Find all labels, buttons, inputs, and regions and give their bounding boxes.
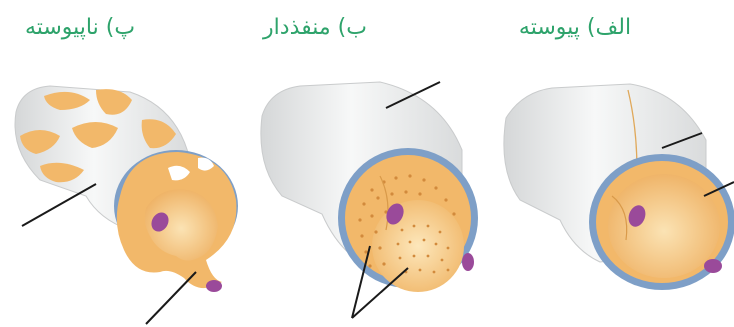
- continuous-capillary: [504, 84, 734, 290]
- discontinuous-leader-line-left: [22, 184, 96, 226]
- continuous-lumen: [608, 174, 720, 278]
- fenestrated-capillary: [261, 82, 478, 318]
- discontinuous-capillary: [15, 86, 238, 324]
- fenestrated-lumen: [372, 200, 464, 292]
- fenestrated-nucleus-right: [462, 253, 474, 271]
- discontinuous-nucleus-bottom: [206, 280, 222, 292]
- discontinuous-leader-line-bottom: [146, 272, 196, 324]
- continuous-nucleus-bottom: [704, 259, 722, 273]
